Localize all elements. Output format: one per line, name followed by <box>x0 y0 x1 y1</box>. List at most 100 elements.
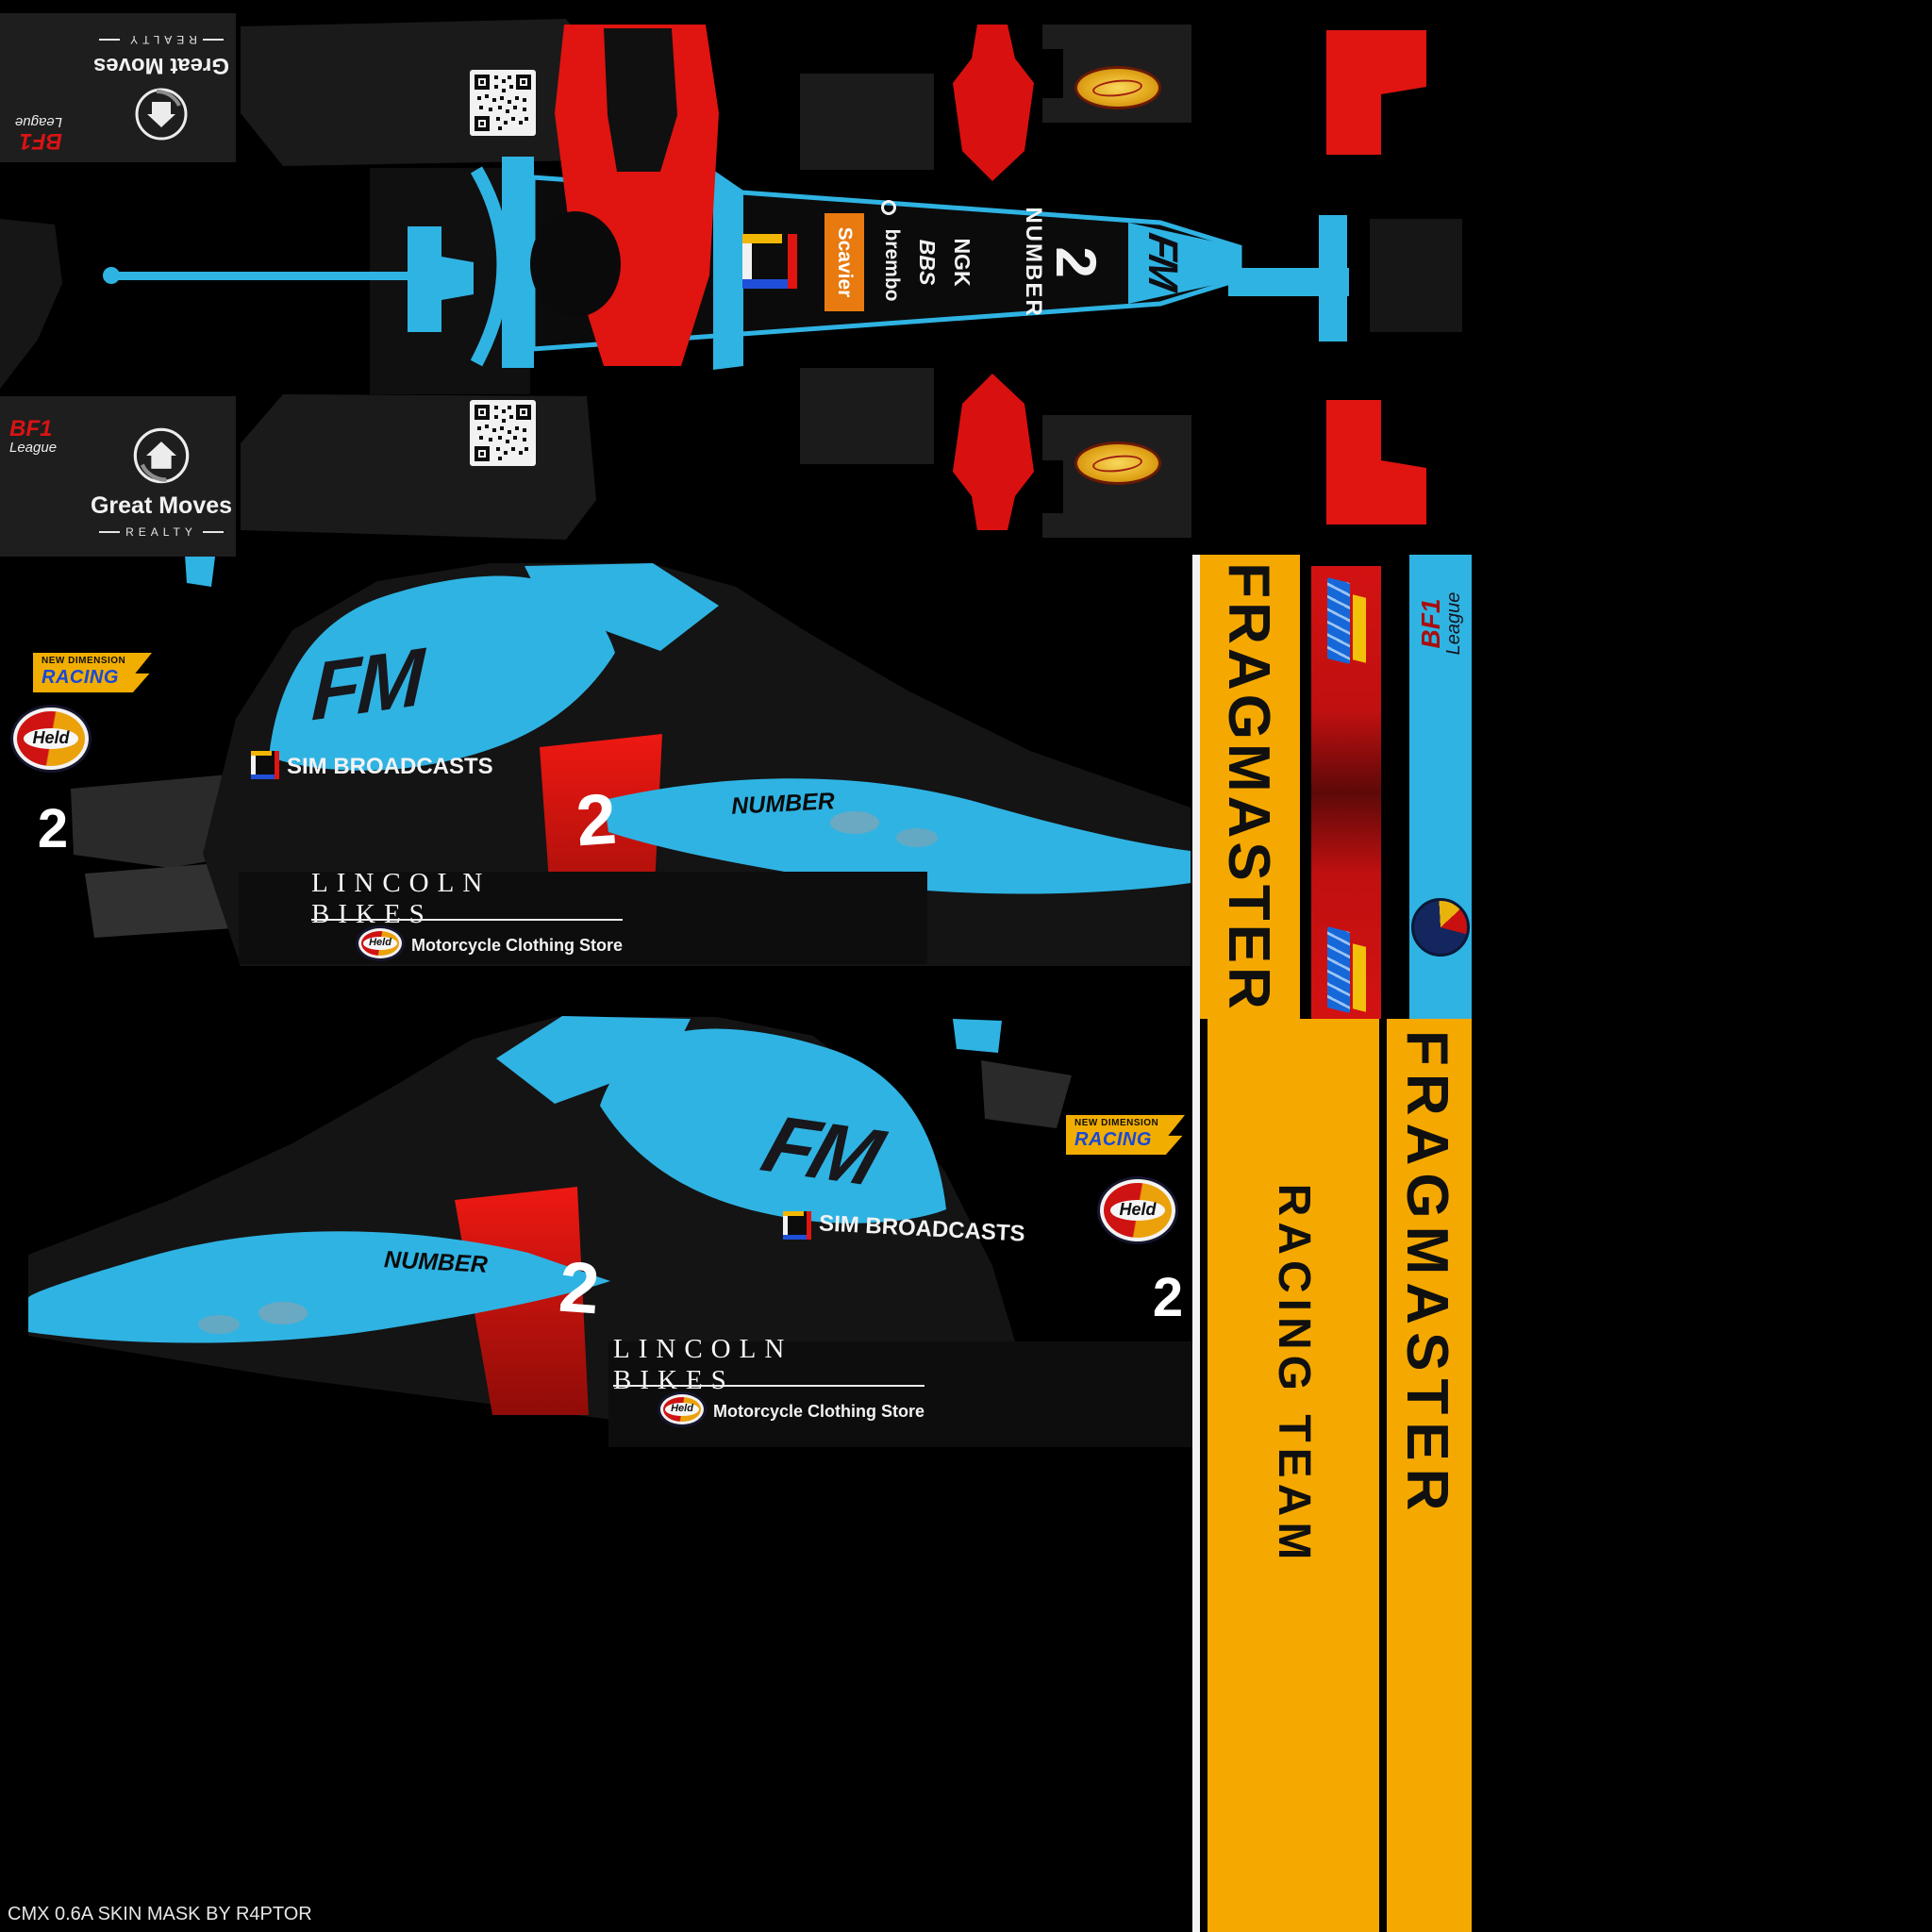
floor-piece-top <box>800 74 934 170</box>
great-moves-name: Great Moves <box>90 491 233 519</box>
car-number: 2 <box>556 1246 603 1329</box>
cyan-airbox <box>525 563 719 651</box>
great-moves-logo-icon <box>133 427 190 484</box>
great-moves-sub-row: REALTY <box>91 525 232 540</box>
ngk-sponsor: NGK <box>950 238 975 287</box>
great-moves-panel-flipped: BF1 League Great Moves REALTY <box>0 13 236 162</box>
logo-blue-bar <box>783 1234 807 1240</box>
great-moves-logo-icon <box>135 88 188 141</box>
front-wing-unwrap-bottom <box>241 394 596 540</box>
held-logo: Held <box>358 928 402 958</box>
red-wing-element-bottom <box>953 374 1034 530</box>
car-number: 2 <box>1152 1266 1184 1328</box>
speed-logo <box>1319 926 1374 1013</box>
lincoln-bikes-sponsor: LINCOLN BIKES <box>613 1334 793 1395</box>
cyan-airbox <box>496 1016 691 1104</box>
racing-text: RACING <box>42 667 119 688</box>
lincoln-underline <box>311 919 623 921</box>
badge-emblem <box>1091 452 1144 475</box>
qr-code <box>470 400 536 466</box>
new-dimension-racing-banner: NEW DIMENSION RACING <box>33 653 152 692</box>
car-number: 2 <box>573 778 620 861</box>
red-wing-element-top <box>953 25 1034 181</box>
racing-text: RACING <box>1074 1129 1152 1150</box>
white-divider-strip <box>1192 555 1200 1932</box>
halo-ring <box>470 166 510 367</box>
bf1-text: BF1 <box>19 127 62 154</box>
speed-logo-blue-bar <box>1326 577 1350 664</box>
speed-logo-yellow-bar <box>1352 943 1366 1012</box>
gray-wing-piece <box>981 1060 1072 1128</box>
fm-logo-text: FM <box>309 631 423 739</box>
racing-team-banner-text: RACING TEAM <box>1269 1183 1320 1566</box>
bf1-text: BF1 <box>1416 598 1445 649</box>
bf1-text: BF1 <box>9 416 53 442</box>
number-label: NUMBER <box>730 787 836 820</box>
cyan-engine-cover <box>600 1028 946 1224</box>
sidepod-bottom-bar <box>608 1341 1193 1447</box>
fm-logo-text: FM <box>1140 230 1186 291</box>
number-label: NUMBER <box>383 1245 489 1278</box>
lincoln-bikes-sub: Motorcycle Clothing Store <box>411 936 624 955</box>
engine-cover-tail <box>1128 223 1240 304</box>
speed-logo <box>1319 577 1374 664</box>
fragmaster-banner-text: FRAGMASTER <box>1394 1030 1460 1519</box>
sim-broadcasts-logo-icon <box>251 751 279 779</box>
cyan-fragment <box>953 1019 1002 1053</box>
league-text: League <box>14 113 62 130</box>
great-moves-sub: REALTY <box>125 525 197 539</box>
held-logo: Held <box>1100 1179 1175 1241</box>
car-number: 2 <box>37 797 69 859</box>
great-moves-sub: REALTY <box>125 33 197 46</box>
logo-white-bar <box>251 756 257 774</box>
front-wing-unwrap-top <box>241 19 596 166</box>
gold-oval-badge <box>1074 66 1161 109</box>
dash-left <box>202 39 224 41</box>
red-bent-piece-bottom <box>1326 400 1426 525</box>
cyan-fragment <box>185 555 215 587</box>
dark-bar-right <box>1370 219 1462 332</box>
new-dimension-racing-banner: NEW DIMENSION RACING <box>1066 1115 1185 1155</box>
antenna-base <box>408 226 474 332</box>
sidepod-cyan-sliver <box>713 170 743 370</box>
fragmaster-banner-panel <box>1200 555 1300 1019</box>
car-number: 2 <box>1044 246 1108 278</box>
shadow-smudge <box>830 811 879 834</box>
top-view-shapes <box>0 19 1462 540</box>
dash-left <box>99 531 121 533</box>
logo-blue-bar <box>742 278 788 289</box>
great-moves-sub-row: REALTY <box>91 32 232 47</box>
mirror-part <box>0 219 62 389</box>
logo-yellow-bar <box>251 751 272 757</box>
held-logo-text: Held <box>665 1403 699 1416</box>
held-logo-text: Held <box>1109 1199 1166 1222</box>
round-badge-logo <box>1411 898 1470 957</box>
sim-broadcasts-logo-icon <box>783 1211 811 1240</box>
shadow-smudge <box>198 1315 240 1334</box>
logo-yellow-bar <box>783 1211 804 1217</box>
antenna-rod <box>113 272 417 280</box>
new-dimension-text: NEW DIMENSION <box>1074 1118 1159 1128</box>
gold-oval-badge <box>1074 441 1161 485</box>
flipped-content: BF1 League Great Moves REALTY <box>0 13 236 162</box>
speed-logo-blue-bar <box>1326 926 1350 1013</box>
new-dimension-text: NEW DIMENSION <box>42 656 126 666</box>
logo-white-bar <box>742 243 753 279</box>
shadow-smudge <box>258 1302 308 1324</box>
speed-logo-yellow-bar <box>1352 594 1366 663</box>
qr-code <box>470 70 536 136</box>
nose-black-inlay <box>604 28 677 172</box>
brembo-sponsor: brembo <box>881 228 903 302</box>
lincoln-bikes-sponsor: LINCOLN BIKES <box>311 868 491 929</box>
sim-broadcasts-sponsor: SIM BROADCASTS <box>287 754 493 779</box>
fragmaster-banner-panel <box>1387 1019 1472 1932</box>
cockpit-opening <box>530 211 621 317</box>
held-logo-text: Held <box>363 937 397 950</box>
logo-red-bar <box>274 751 279 779</box>
bbs-sponsor: BBS <box>915 239 941 286</box>
logo-blue-bar <box>251 774 275 779</box>
fm-logo-text: FM <box>752 1099 890 1203</box>
bf1-league-badge: BF1 League <box>1413 574 1468 674</box>
red-bent-piece-top <box>1326 30 1426 155</box>
